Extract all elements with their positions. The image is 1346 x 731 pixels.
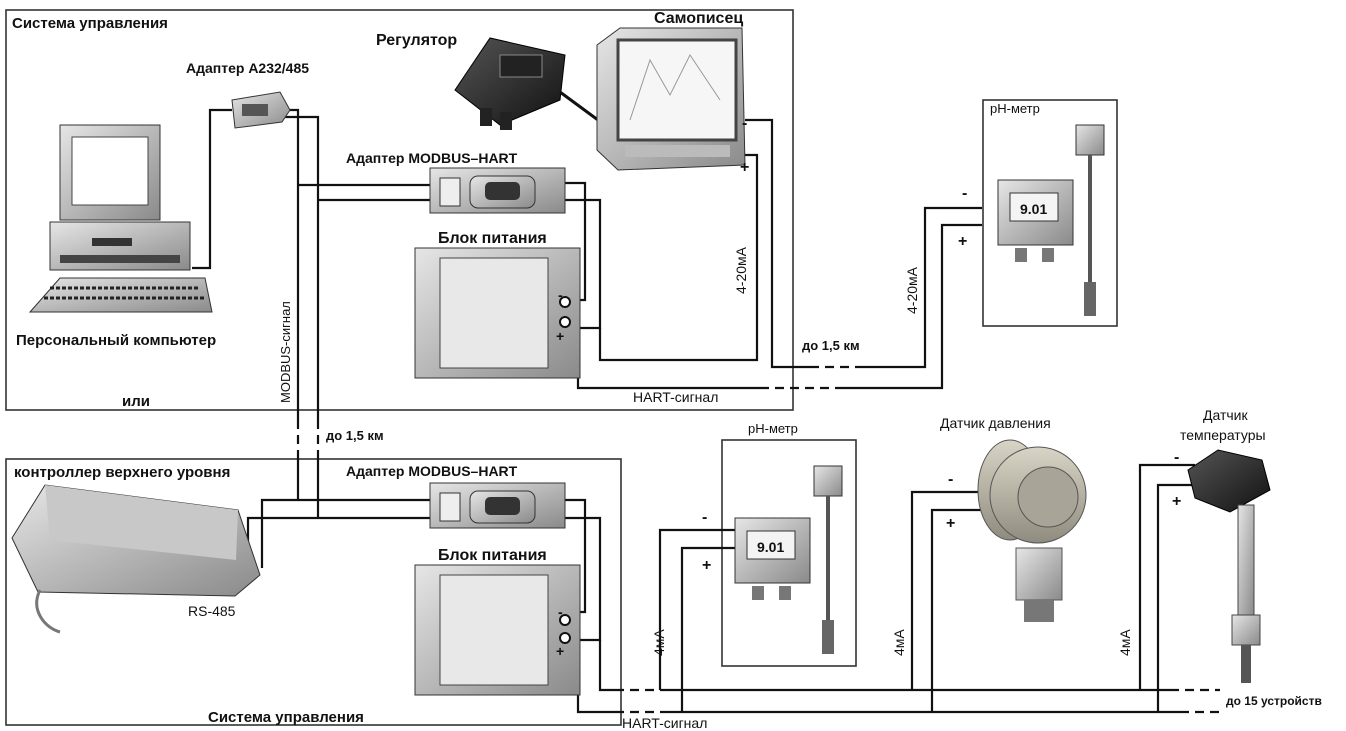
ph-meter-top-label: рН-метр: [990, 101, 1040, 116]
control-system-frame-bottom: [5, 458, 622, 726]
current-4-label-b: 4мА: [891, 629, 907, 656]
ps-bottom-minus: -: [558, 604, 563, 620]
ps-top-plus: +: [556, 328, 564, 344]
recorder-minus: -: [742, 115, 747, 132]
ph-meter-bottom-icon: 9.01: [734, 465, 843, 654]
recorder-label: Самописец: [654, 10, 743, 27]
power-supply-bottom-label: Блок питания: [438, 547, 547, 564]
temperature-sensor-icon: [1187, 449, 1271, 683]
ph-display-top: 9.01: [1020, 201, 1047, 217]
adapter-modbus-hart-bottom-label: Адаптер MODBUS–HART: [346, 463, 518, 479]
power-supply-bottom-icon: [414, 564, 581, 696]
modbus-hart-adapter-top-icon: [429, 167, 566, 214]
control-system-bottom-label: Система управления: [208, 709, 364, 726]
temperature-plus: +: [1172, 493, 1181, 510]
modbus-signal-label: MODBUS-сигнал: [278, 301, 293, 403]
temperature-sensor-label-1: Датчик: [1203, 407, 1248, 423]
wiring: [192, 108, 1222, 714]
ps-top-minus: -: [558, 287, 563, 303]
recorder-icon: [596, 27, 746, 171]
recorder-plus: +: [740, 159, 749, 176]
regulator-icon: [454, 37, 599, 130]
adapter-modbus-hart-top-label: Адаптер MODBUS–HART: [346, 150, 518, 166]
distance-left-label: до 1,5 км: [326, 428, 384, 443]
ps-bottom-plus: +: [556, 643, 564, 659]
or-label: или: [122, 393, 150, 410]
current-ph-label: 4-20мА: [904, 266, 920, 314]
temperature-minus: -: [1174, 449, 1179, 466]
ph-meter-top-icon: 9.01: [997, 124, 1105, 316]
ph-meter-frame-top: [982, 99, 1118, 327]
temperature-sensor-label-2: температуры: [1180, 427, 1266, 443]
current-4-label-a: 4мА: [651, 629, 667, 656]
controller-label: контроллер верхнего уровня: [14, 464, 230, 481]
personal-computer-icon: [28, 124, 213, 313]
power-supply-top-label: Блок питания: [438, 230, 547, 247]
up-to-15-devices-label: до 15 устройств: [1226, 694, 1322, 708]
hart-signal-top-label: HART-сигнал: [633, 389, 718, 405]
current-4-label-c: 4мА: [1117, 629, 1133, 656]
ph-bottom-minus: -: [702, 509, 707, 526]
pc-label: Персональный компьютер: [16, 332, 216, 349]
ph-bottom-plus: +: [702, 557, 711, 574]
power-supply-top-icon: [414, 247, 581, 379]
ph-top-plus: +: [958, 233, 967, 250]
regulator-label: Регулятор: [376, 32, 457, 49]
control-system-frame-top: [5, 9, 794, 411]
distance-mid-label: до 1,5 км: [802, 338, 860, 353]
current-recorder-label: 4-20мА: [733, 246, 749, 294]
ph-top-minus: -: [962, 185, 967, 202]
pressure-sensor-label: Датчик давления: [940, 415, 1051, 431]
pressure-minus: -: [948, 471, 953, 488]
ph-display-bottom: 9.01: [757, 539, 784, 555]
ph-meter-frame-bottom: [721, 439, 857, 667]
hart-signal-bottom-label: HART-сигнал: [622, 715, 707, 731]
control-system-top-label: Система управления: [12, 15, 168, 32]
adapter-a232-label: Адаптер А232/485: [186, 60, 309, 76]
rs485-label: RS-485: [188, 603, 236, 619]
labels: Система управления Адаптер А232/485 Регу…: [12, 10, 1322, 731]
ph-meter-bottom-label: рН-метр: [748, 421, 798, 436]
controller-icon: [11, 484, 261, 634]
adapter-a232-icon: [231, 91, 291, 129]
pressure-plus: +: [946, 515, 955, 532]
pressure-sensor-icon: [977, 439, 1087, 622]
modbus-hart-adapter-bottom-icon: [429, 482, 566, 529]
